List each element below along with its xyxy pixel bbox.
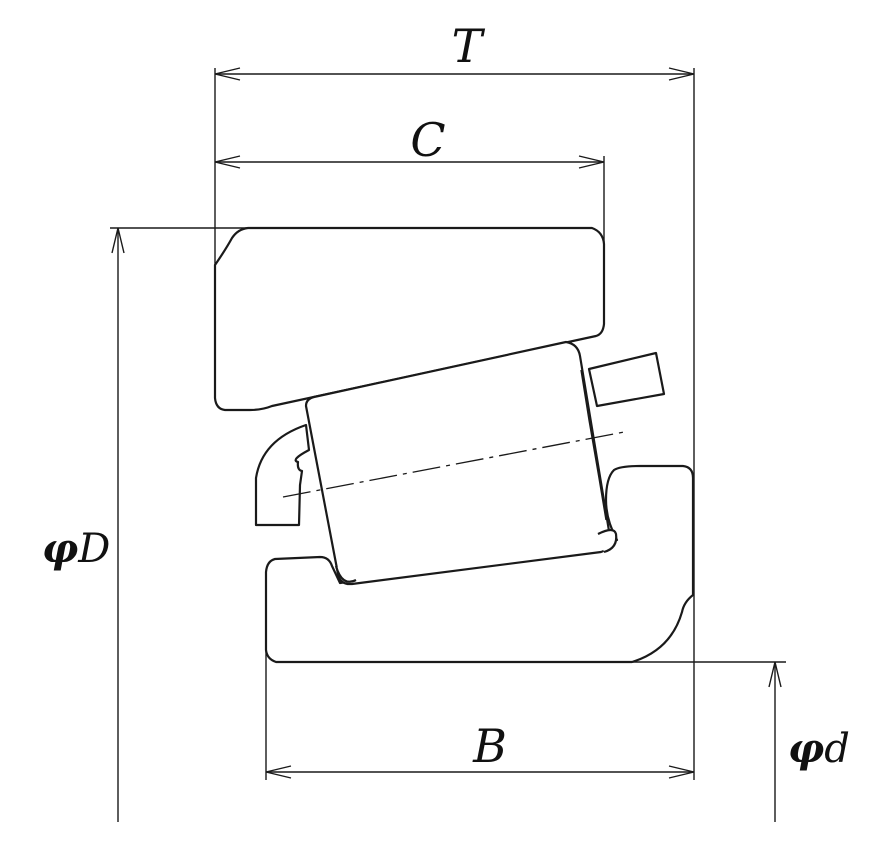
arrowhead-d	[768, 661, 782, 688]
roller-end-line-right	[580, 369, 607, 521]
arrowhead-D	[111, 227, 125, 254]
arrowhead-C-right	[578, 155, 605, 169]
roller-fillet-right	[597, 528, 618, 554]
cage-large-end	[587, 351, 666, 408]
label-D: D	[77, 526, 110, 572]
phi-symbol-D: φ	[42, 525, 78, 572]
arrowhead-B-right	[668, 765, 695, 779]
label-phi-D: φD	[42, 525, 110, 572]
label-d: d	[824, 726, 850, 772]
label-C: C	[410, 113, 445, 167]
roller-fillet-left	[334, 565, 357, 583]
roller-axis-line	[282, 431, 625, 498]
arrowhead-C-left	[214, 155, 241, 169]
phi-symbol-d: φ	[788, 725, 824, 772]
label-phi-d: φd	[788, 725, 850, 772]
cage-small-end	[254, 423, 311, 527]
label-T: T	[452, 19, 486, 73]
arrowhead-T-left	[214, 67, 241, 81]
arrowhead-T-right	[668, 67, 695, 81]
label-B: B	[472, 719, 507, 773]
arrowhead-B-left	[265, 765, 292, 779]
